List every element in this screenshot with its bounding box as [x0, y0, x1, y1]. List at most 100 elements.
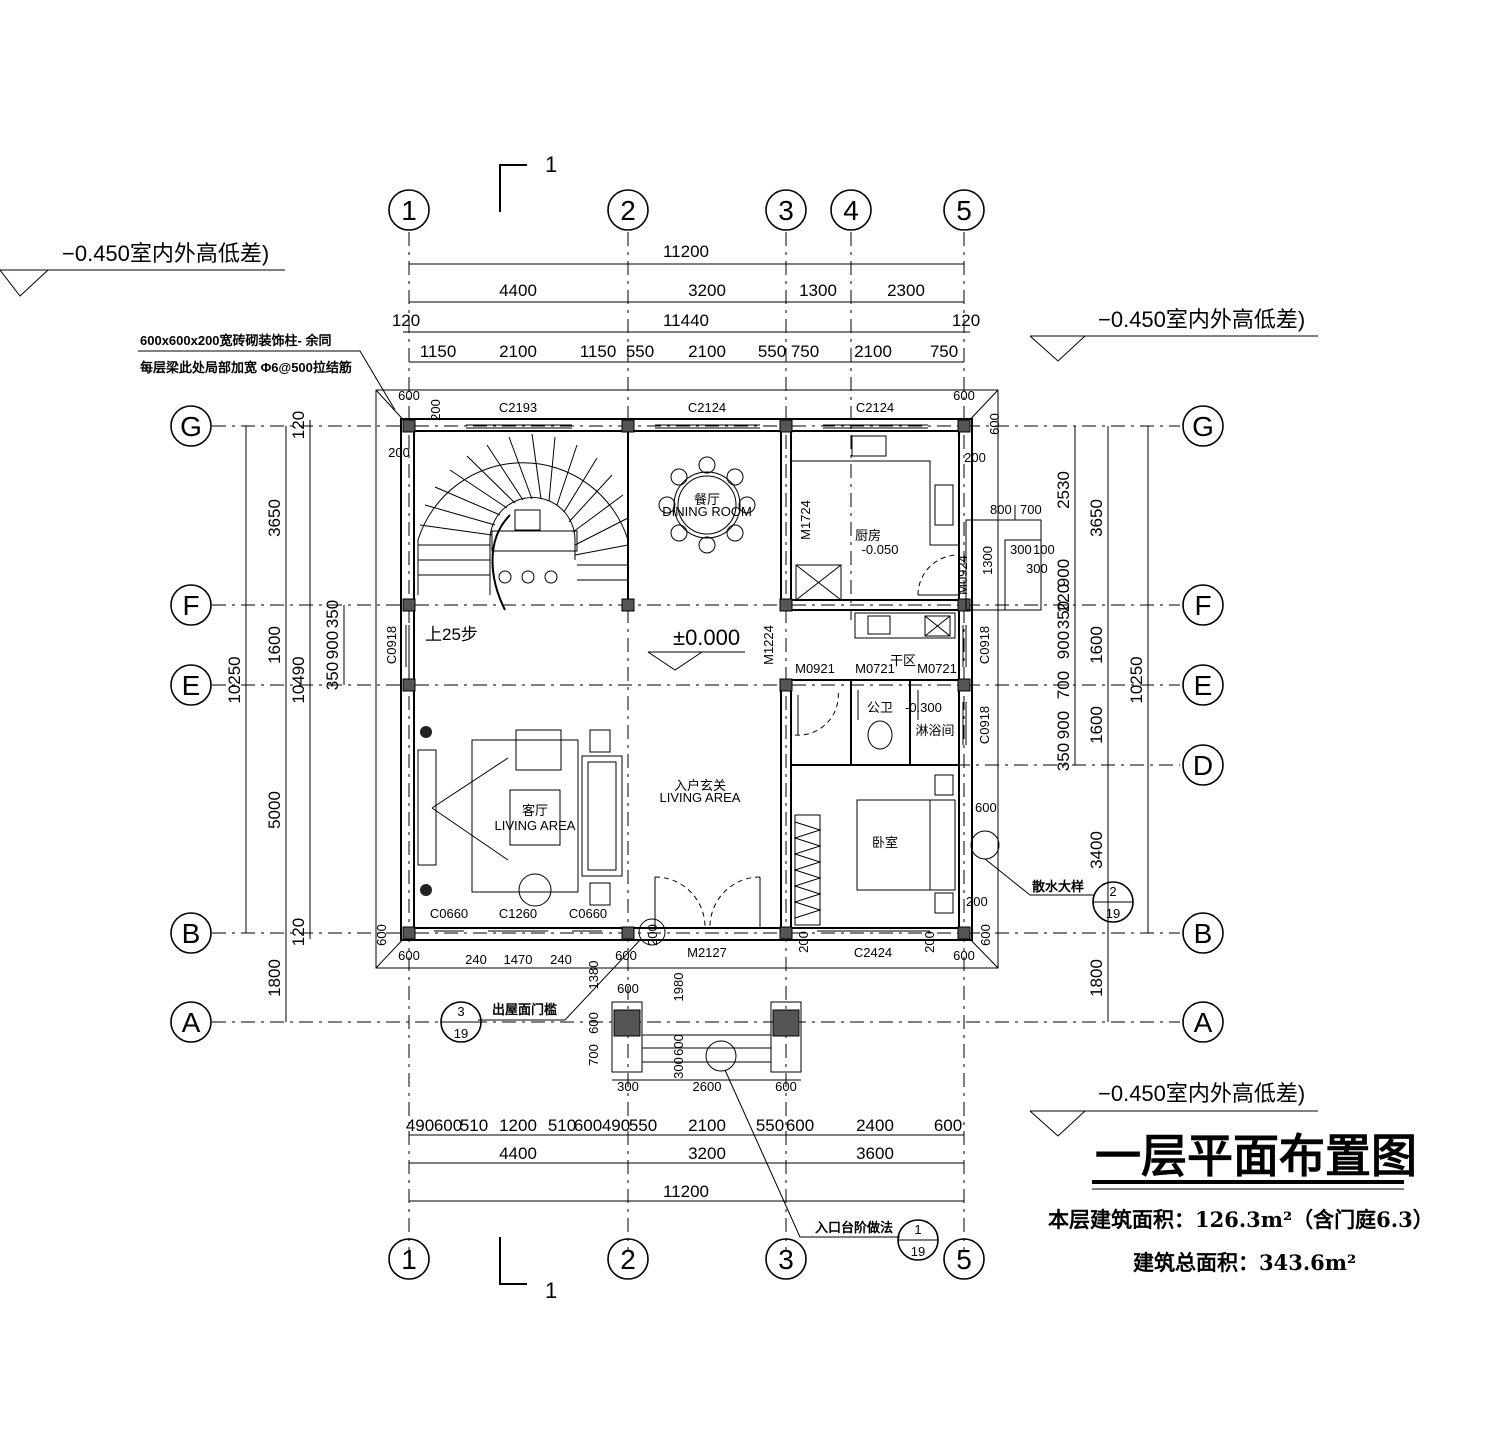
svg-text:550: 550: [626, 342, 654, 361]
svg-text:700: 700: [1054, 671, 1073, 699]
kitchen-label: 厨房: [855, 528, 881, 543]
door-label: M0721: [855, 661, 895, 676]
axis-3-top: 3: [778, 195, 794, 226]
door-label: M2127: [687, 945, 727, 960]
window-label: C2124: [856, 400, 894, 415]
svg-text:1: 1: [545, 152, 557, 177]
axis-B-left: B: [182, 918, 201, 949]
axis-4-top: 4: [843, 195, 859, 226]
svg-text:550: 550: [758, 342, 786, 361]
svg-text:100: 100: [1033, 542, 1055, 557]
svg-text:200: 200: [964, 450, 986, 465]
drawing-title: 一层平面布置图: [1095, 1129, 1417, 1183]
svg-text:2100: 2100: [688, 342, 726, 361]
toilet-level: -0.300: [905, 700, 942, 715]
spiral-stair: 上25步: [417, 433, 629, 644]
svg-text:550: 550: [756, 1116, 784, 1135]
section-mark-bottom: 1: [499, 1237, 557, 1303]
bedroom-label: 卧室: [872, 835, 898, 850]
svg-text:散水大样: 散水大样: [1032, 879, 1084, 894]
svg-text:每层梁此处局部加宽 Φ6@500拉结筋: 每层梁此处局部加宽 Φ6@500拉结筋: [140, 360, 352, 375]
svg-text:600: 600: [987, 413, 1002, 435]
dims-right: 10250 3650 1600 1600 3400 1800 2530 900 …: [966, 426, 1149, 1022]
svg-text:−0.450室内外高低差): −0.450室内外高低差): [1098, 307, 1305, 332]
dry-zone-label: 干区: [890, 653, 916, 668]
svg-text:入口台阶做法: 入口台阶做法: [815, 1220, 893, 1235]
svg-text:750: 750: [791, 342, 819, 361]
svg-text:3200: 3200: [688, 281, 726, 300]
svg-text:600: 600: [934, 1116, 962, 1135]
dining-table: 餐厅 DINING ROOM: [658, 456, 756, 554]
window-label: C0918: [977, 706, 992, 744]
svg-text:120: 120: [289, 918, 308, 946]
axis-B-right: B: [1194, 918, 1213, 949]
door-label: M0921: [795, 661, 835, 676]
floor-level: ±0.000: [673, 625, 740, 650]
svg-text:600: 600: [434, 1116, 462, 1135]
svg-text:510: 510: [548, 1116, 576, 1135]
living-label-en: LIVING AREA: [495, 818, 576, 833]
svg-text:350: 350: [323, 662, 342, 690]
total-area: 建筑总面积：343.6m²: [1133, 1250, 1356, 1275]
svg-text:11200: 11200: [663, 1182, 709, 1201]
svg-text:19: 19: [454, 1026, 468, 1041]
svg-text:510: 510: [460, 1116, 488, 1135]
svg-text:900: 900: [1054, 559, 1073, 587]
svg-text:2400: 2400: [856, 1116, 894, 1135]
svg-text:490: 490: [406, 1116, 434, 1135]
axis-1-top: 1: [401, 195, 417, 226]
axis-5-bottom: 5: [956, 1244, 972, 1275]
door-label: M1724: [798, 500, 813, 540]
svg-text:600: 600: [617, 981, 639, 996]
svg-text:出屋面门槛: 出屋面门槛: [492, 1002, 557, 1017]
window-label: C0660: [569, 906, 607, 921]
svg-text:600: 600: [671, 1034, 686, 1056]
svg-text:1150: 1150: [420, 342, 457, 361]
axis-E-left: E: [182, 670, 201, 701]
column-note: 600x600x200宽砖砌装饰柱- 余同 每层梁此处局部加宽 Φ6@500拉结…: [138, 333, 396, 411]
dims-top: 11200 4400 3200 1300 2300 120 11440 120 …: [392, 242, 980, 363]
svg-text:4400: 4400: [499, 281, 537, 300]
bath-area: 干区 公卫 -0.300 淋浴间: [854, 612, 956, 750]
svg-text:3650: 3650: [265, 499, 284, 537]
svg-text:300: 300: [1026, 561, 1048, 576]
svg-text:1300: 1300: [799, 281, 837, 300]
axis-F-left: F: [182, 590, 199, 621]
bedroom: 卧室: [793, 774, 956, 926]
svg-text:1150: 1150: [580, 342, 617, 361]
level-note-left: −0.450室内外高低差): [0, 241, 285, 297]
door-label: M1224: [761, 625, 776, 665]
svg-text:4400: 4400: [499, 1144, 537, 1163]
window-marks: [405, 424, 967, 932]
svg-text:200: 200: [966, 894, 988, 909]
svg-text:19: 19: [1106, 906, 1120, 921]
svg-text:2100: 2100: [499, 342, 537, 361]
kitchen: 厨房 -0.050: [791, 435, 958, 601]
axis-bubbles-top: 1 2 3 4 5: [388, 189, 985, 231]
axis-A-right: A: [1194, 1007, 1213, 1038]
drainage-callout: 散水大样 2 19: [970, 830, 1134, 923]
svg-text:900: 900: [1054, 631, 1073, 659]
svg-text:−0.450室内外高低差): −0.450室内外高低差): [62, 241, 269, 266]
living-label: 客厅: [522, 803, 548, 818]
section-mark-top: 1: [499, 152, 557, 212]
window-label: C0660: [430, 906, 468, 921]
axis-5-top: 5: [956, 195, 972, 226]
door-labels: M1724 M0924 M1224 M0921 M0721 M0721 M212…: [687, 500, 970, 960]
svg-text:3400: 3400: [1087, 831, 1106, 869]
svg-text:2300: 2300: [887, 281, 925, 300]
axis-G-left: G: [180, 411, 202, 442]
svg-text:300: 300: [617, 1079, 639, 1094]
window-label: C2124: [688, 400, 726, 415]
svg-text:600x600x200宽砖砌装饰柱- 余同: 600x600x200宽砖砌装饰柱- 余同: [140, 333, 331, 348]
axis-G-right: G: [1192, 411, 1214, 442]
door-label: M0721: [917, 661, 957, 676]
svg-text:−0.450室内外高低差): −0.450室内外高低差): [1098, 1081, 1305, 1106]
svg-text:300: 300: [1010, 542, 1032, 557]
svg-text:600: 600: [953, 948, 975, 963]
walls: [400, 418, 973, 941]
dims-left: 10250 3650 1600 5000 10490 120 120 350 9…: [225, 411, 345, 1022]
axis-3-bottom: 3: [778, 1244, 794, 1275]
level-note-right-top: −0.450室内外高低差): [1029, 307, 1318, 362]
svg-text:1600: 1600: [265, 626, 284, 664]
